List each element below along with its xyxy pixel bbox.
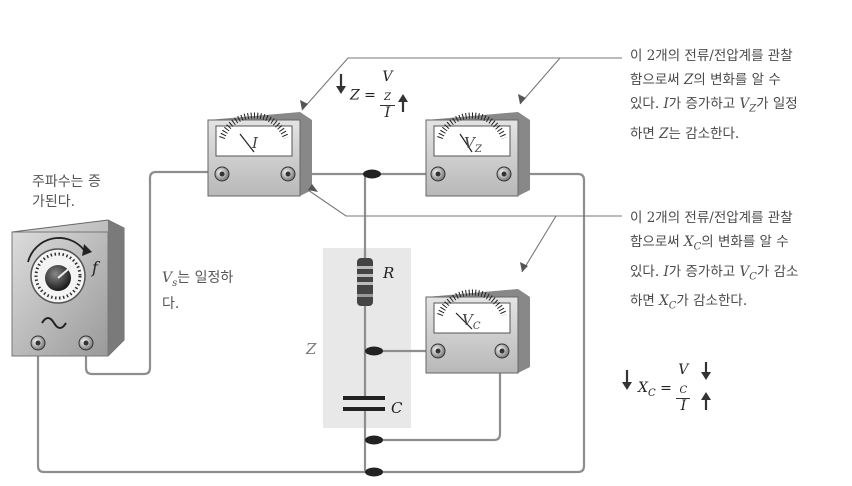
note-top-line1: 이 2개의 전류/전압계를 관찰 <box>630 48 793 64</box>
ammeter-label: I <box>252 134 258 152</box>
wire-gen-to-bottom <box>36 343 365 474</box>
plugs <box>363 169 383 477</box>
note-top-line3: 있다. I가 증가하고 VZ가 일정 <box>630 96 798 115</box>
vz-voltmeter <box>425 112 530 197</box>
formula-z-lhs: Z = <box>350 87 376 104</box>
vz-meter-symbol: V <box>464 134 475 152</box>
wire-gen-to-ammeter <box>84 170 218 376</box>
leader-lines <box>301 57 622 273</box>
function-generator <box>11 219 125 357</box>
resistor <box>357 252 373 306</box>
z-label: Z <box>306 340 317 358</box>
capacitor-label: C <box>391 399 403 417</box>
formula-xc-num-sub: C <box>679 384 688 396</box>
frequency-symbol: f <box>92 258 98 277</box>
capacitor <box>343 396 385 411</box>
wire-vc-to-cap <box>365 351 502 442</box>
formula-z-num-sub: Z <box>383 91 391 103</box>
vc-voltmeter <box>425 289 530 374</box>
formula-xc-den: I <box>680 397 687 414</box>
vz-meter-sub: Z <box>474 144 482 155</box>
note-bottom-line3: 있다. I가 증가하고 VC가 감소 <box>630 263 799 283</box>
note-bottom: 이 2개의 전류/전압계를 관찰 함으로써 XC의 변화를 알 수 있다. I가… <box>630 206 798 319</box>
vc-meter-symbol: V <box>462 311 473 329</box>
vs-symbol: V <box>162 270 173 286</box>
note-top: 이 2개의 전류/전압계를 관찰 함으로써 Z의 변화를 알 수 있다. I가 … <box>630 44 798 146</box>
formula-z-num: V <box>382 69 393 85</box>
sine-wave-icon <box>41 317 67 329</box>
generator-note: 주파수는 증가된다. <box>32 174 101 210</box>
formula-z-den: I <box>384 104 391 121</box>
formula-xc-eq: = <box>660 380 672 397</box>
vc-meter-sub: C <box>472 321 481 332</box>
wire-bottom-rail <box>365 172 586 474</box>
vs-note: Vs는 일정하다. <box>162 268 236 314</box>
vz-meter-label: VZ <box>464 134 482 155</box>
vs-subscript: s <box>172 277 178 289</box>
rotation-arrow <box>27 237 85 263</box>
ammeter <box>207 112 312 197</box>
resistor-label: R <box>383 264 395 282</box>
trend-arrows <box>336 74 711 410</box>
note-bottom-line4: 하면 XC가 감소한다. <box>630 293 748 313</box>
note-bottom-line2: 함으로써 XC의 변화를 알 수 <box>630 234 789 253</box>
vc-meter-label: VC <box>462 311 481 332</box>
formula-xc-num: V <box>678 362 689 378</box>
note-bottom-line1: 이 2개의 전류/전압계를 관찰 <box>630 210 793 226</box>
note-top-line4: 하면 Z는 감소한다. <box>630 125 740 142</box>
formula-xc-lhs: XC <box>638 380 656 400</box>
note-top-line2: 함으로써 Z의 변화를 알 수 <box>630 72 781 88</box>
leader-arrowheads <box>300 94 528 272</box>
vs-text: 는 일정하다. <box>162 270 234 312</box>
